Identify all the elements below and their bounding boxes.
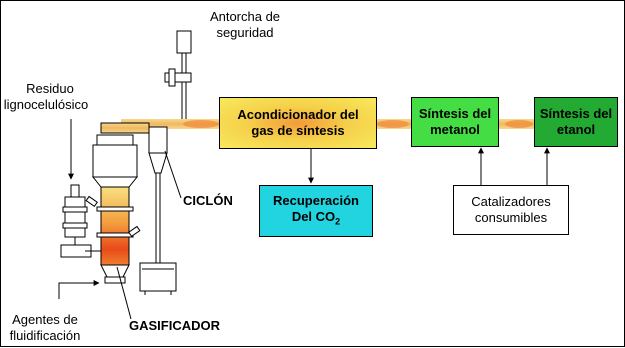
- gasifier-top-pipe: [100, 122, 150, 134]
- acondicionador-box: Acondicionador del gas de síntesis: [219, 97, 377, 149]
- side-nozzle: [128, 225, 141, 238]
- feeder-body: [64, 196, 86, 238]
- antorcha-label-line2: seguridad: [216, 25, 274, 40]
- metanol-label-line2: metanol: [430, 122, 480, 137]
- sintesis-metanol-box: Síntesis del metanol: [411, 97, 499, 147]
- residuo-label: Residuo lignocelulósico: [1, 81, 99, 113]
- side-nozzle: [85, 195, 98, 208]
- gasifier-upper: [92, 144, 138, 178]
- gasifier-flange: [96, 232, 134, 238]
- torch-valve: [164, 72, 192, 83]
- feeder-ring: [62, 222, 88, 229]
- etanol-label-line2: etanol: [556, 122, 596, 137]
- torch-head: [176, 30, 192, 54]
- catalizadores-box: Catalizadores consumibles: [453, 185, 569, 235]
- gasificador-pointer: [116, 266, 132, 320]
- metanol-label-line1: Síntesis del: [418, 106, 492, 121]
- residuo-label-line1: Residuo: [26, 81, 74, 96]
- antorcha-label-line1: Antorcha de: [209, 9, 281, 24]
- recuperacion-label-line1: Recuperación: [273, 192, 359, 208]
- recuperacion-co2-box: Recuperación Del CO2: [259, 185, 373, 237]
- recuperacion-label-text: Del CO: [291, 208, 336, 224]
- gasifier-outlet: [104, 276, 126, 284]
- gasifier-bottom: [100, 264, 130, 278]
- sintesis-etanol-box: Síntesis del etanol: [534, 97, 618, 147]
- cyclone-cone: [148, 152, 168, 174]
- residuo-label-line2: lignocelulósico: [3, 97, 89, 112]
- etanol-label-line1: Síntesis del: [539, 106, 613, 121]
- gasificador-label: GASIFICADOR: [129, 318, 220, 333]
- gasifier-reactor: [100, 186, 130, 266]
- gasifier-cap: [96, 134, 134, 146]
- agentes-label-line2: fluidificación: [9, 328, 81, 343]
- agentes-arrow: [58, 280, 100, 299]
- gasifier-flange: [96, 206, 134, 212]
- pipe-hotspot: [505, 120, 533, 128]
- ciclon-pointer: [164, 150, 182, 199]
- cyclone-body: [148, 126, 168, 154]
- pipe-hotspot: [377, 120, 409, 128]
- catalizadores-label-line1: Catalizadores: [471, 194, 551, 209]
- agentes-label-line1: Agentes de: [12, 312, 78, 327]
- recuperacion-label-line2: Del CO2: [273, 209, 359, 230]
- feeder-top: [70, 184, 80, 198]
- acondicionador-label-line2: gas de síntesis: [251, 123, 345, 138]
- agentes-label: Agentes de fluidificación: [3, 312, 87, 344]
- torch-valve: [168, 68, 176, 87]
- pipe-hotspot: [183, 120, 219, 128]
- ash-container: [139, 262, 177, 292]
- antorcha-label: Antorcha de seguridad: [197, 9, 293, 41]
- feeder-ring: [62, 206, 88, 213]
- catalizadores-label-line2: consumibles: [474, 210, 548, 225]
- gasifier-taper: [91, 176, 139, 188]
- acondicionador-label-line1: Acondicionador del: [237, 107, 359, 122]
- co2-subscript: 2: [335, 216, 341, 227]
- ciclon-label: CICLÓN: [183, 193, 233, 208]
